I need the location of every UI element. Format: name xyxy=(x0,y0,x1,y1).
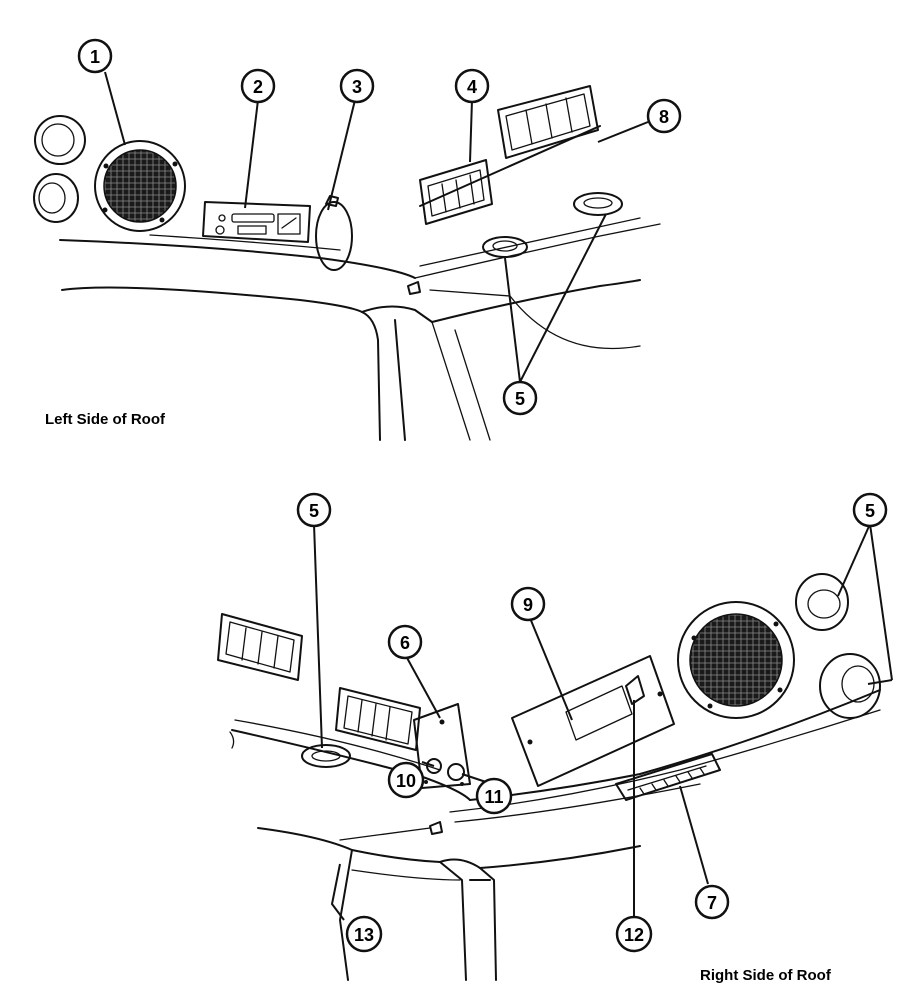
callout-11: 11 xyxy=(475,777,513,815)
control-panel xyxy=(511,655,675,787)
dome-lamp xyxy=(301,744,351,768)
right-side-lamps xyxy=(795,573,881,719)
dome-lamp xyxy=(482,236,528,258)
left-vents xyxy=(419,85,599,225)
callout-4-label: 4 xyxy=(467,77,477,97)
callout-5-right: 5 xyxy=(852,492,888,528)
callout-5-mid: 5 xyxy=(296,492,332,528)
callout-3-label: 3 xyxy=(352,77,362,97)
right-side-caption: Right Side of Roof xyxy=(700,967,832,984)
callout-10: 10 xyxy=(387,761,425,799)
callout-5-left: 5 xyxy=(502,380,538,416)
right-roof-view: Right Side of Roof xyxy=(217,523,893,984)
callout-6-label: 6 xyxy=(400,633,410,653)
callout-8-label: 8 xyxy=(659,107,669,127)
callout-7: 7 xyxy=(694,884,730,920)
callout-12: 12 xyxy=(615,915,653,953)
callout-10-label: 10 xyxy=(396,771,416,791)
callout-7-label: 7 xyxy=(707,893,717,913)
callout-8: 8 xyxy=(646,98,682,134)
callout-9-label: 9 xyxy=(523,595,533,615)
callout-13-label: 13 xyxy=(354,925,374,945)
microphone-cord xyxy=(315,195,353,271)
right-speaker xyxy=(677,601,795,719)
callout-12-label: 12 xyxy=(624,925,644,945)
left-side-lamps xyxy=(33,115,86,223)
left-roof-view: Left Side of Roof xyxy=(33,71,661,441)
callout-13: 13 xyxy=(345,915,383,953)
callout-1: 1 xyxy=(77,38,113,74)
callout-1-label: 1 xyxy=(90,47,100,67)
left-speaker xyxy=(94,140,186,232)
floor-vent xyxy=(615,753,721,801)
callout-5-right-label: 5 xyxy=(865,501,875,521)
dome-lamp xyxy=(573,192,623,216)
switch-panel xyxy=(413,703,471,789)
callout-2-label: 2 xyxy=(253,77,263,97)
callout-2: 2 xyxy=(240,68,276,104)
callout-4: 4 xyxy=(454,68,490,104)
callout-9: 9 xyxy=(510,586,546,622)
radio-unit xyxy=(202,201,311,243)
callout-5-mid-label: 5 xyxy=(309,501,319,521)
left-side-caption: Left Side of Roof xyxy=(45,411,166,428)
callout-3: 3 xyxy=(339,68,375,104)
callout-11-label: 11 xyxy=(484,787,503,807)
right-vents xyxy=(217,613,421,751)
callout-6: 6 xyxy=(387,624,423,660)
callout-5-left-label: 5 xyxy=(515,389,525,409)
